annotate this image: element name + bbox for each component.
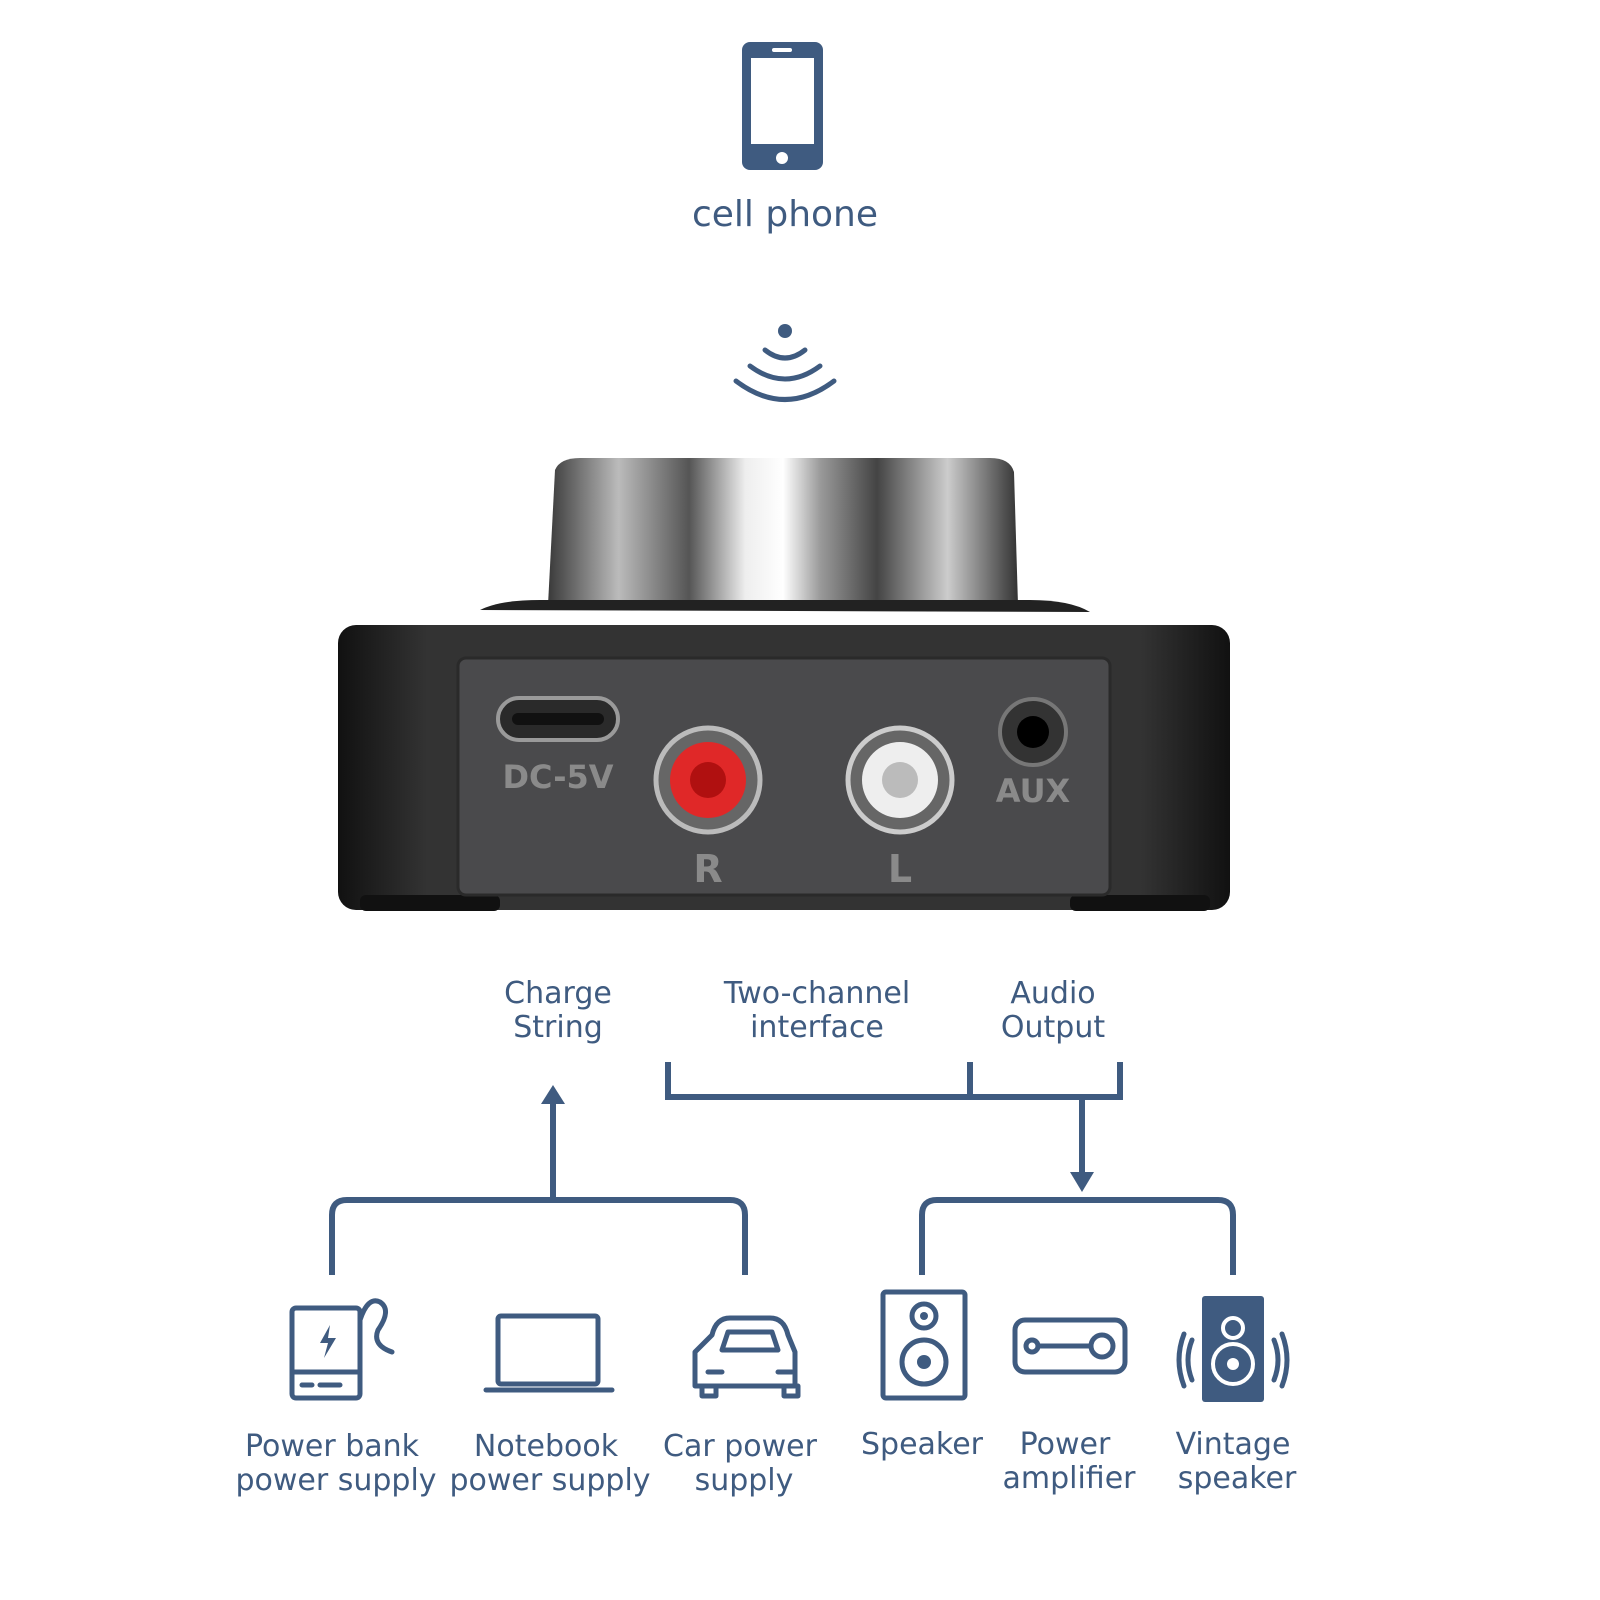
speaker-label: Speaker	[861, 1427, 984, 1462]
amplifier-icon	[1012, 1317, 1128, 1375]
connector-lines	[329, 1062, 1236, 1275]
wireless-signal-icon	[733, 324, 837, 402]
notebook-label-1: Notebook	[474, 1429, 619, 1464]
amplifier-label-2: amplifier	[1002, 1461, 1136, 1496]
car-label-2: supply	[695, 1463, 794, 1498]
aux-port-label: AUX	[996, 772, 1071, 810]
audio-output-label-2: Output	[1001, 1010, 1105, 1045]
vintage-label-1: Vintage	[1176, 1427, 1291, 1462]
arrow-up-icon	[541, 1085, 565, 1104]
power-bank-label-1: Power bank	[245, 1429, 420, 1464]
arrow-down-icon	[1070, 1172, 1094, 1192]
notebook-label-2: power supply	[449, 1463, 650, 1498]
charge-label-1: Charge	[504, 976, 612, 1011]
vintage-label-2: speaker	[1178, 1461, 1297, 1496]
two-channel-label-2: interface	[750, 1010, 884, 1045]
right-port-label: R	[693, 847, 722, 891]
charge-label-2: String	[513, 1010, 603, 1045]
bluetooth-receiver-device: DC-5V R L AUX	[338, 458, 1230, 911]
car-icon	[692, 1315, 801, 1399]
dc-port-label: DC-5V	[502, 758, 613, 796]
car-label-1: Car power	[663, 1429, 818, 1464]
power-bank-label-2: power supply	[235, 1463, 436, 1498]
cell-phone-icon	[742, 42, 823, 170]
power-bank-icon	[289, 1298, 395, 1401]
phone-label: cell phone	[692, 194, 878, 235]
left-port-label: L	[888, 847, 912, 891]
amplifier-label-1: Power	[1020, 1427, 1111, 1462]
vintage-speaker-icon	[1176, 1296, 1290, 1402]
laptop-icon	[483, 1313, 615, 1393]
audio-output-label-1: Audio	[1010, 976, 1095, 1011]
speaker-icon	[880, 1289, 968, 1401]
two-channel-label-1: Two-channel	[723, 976, 910, 1011]
